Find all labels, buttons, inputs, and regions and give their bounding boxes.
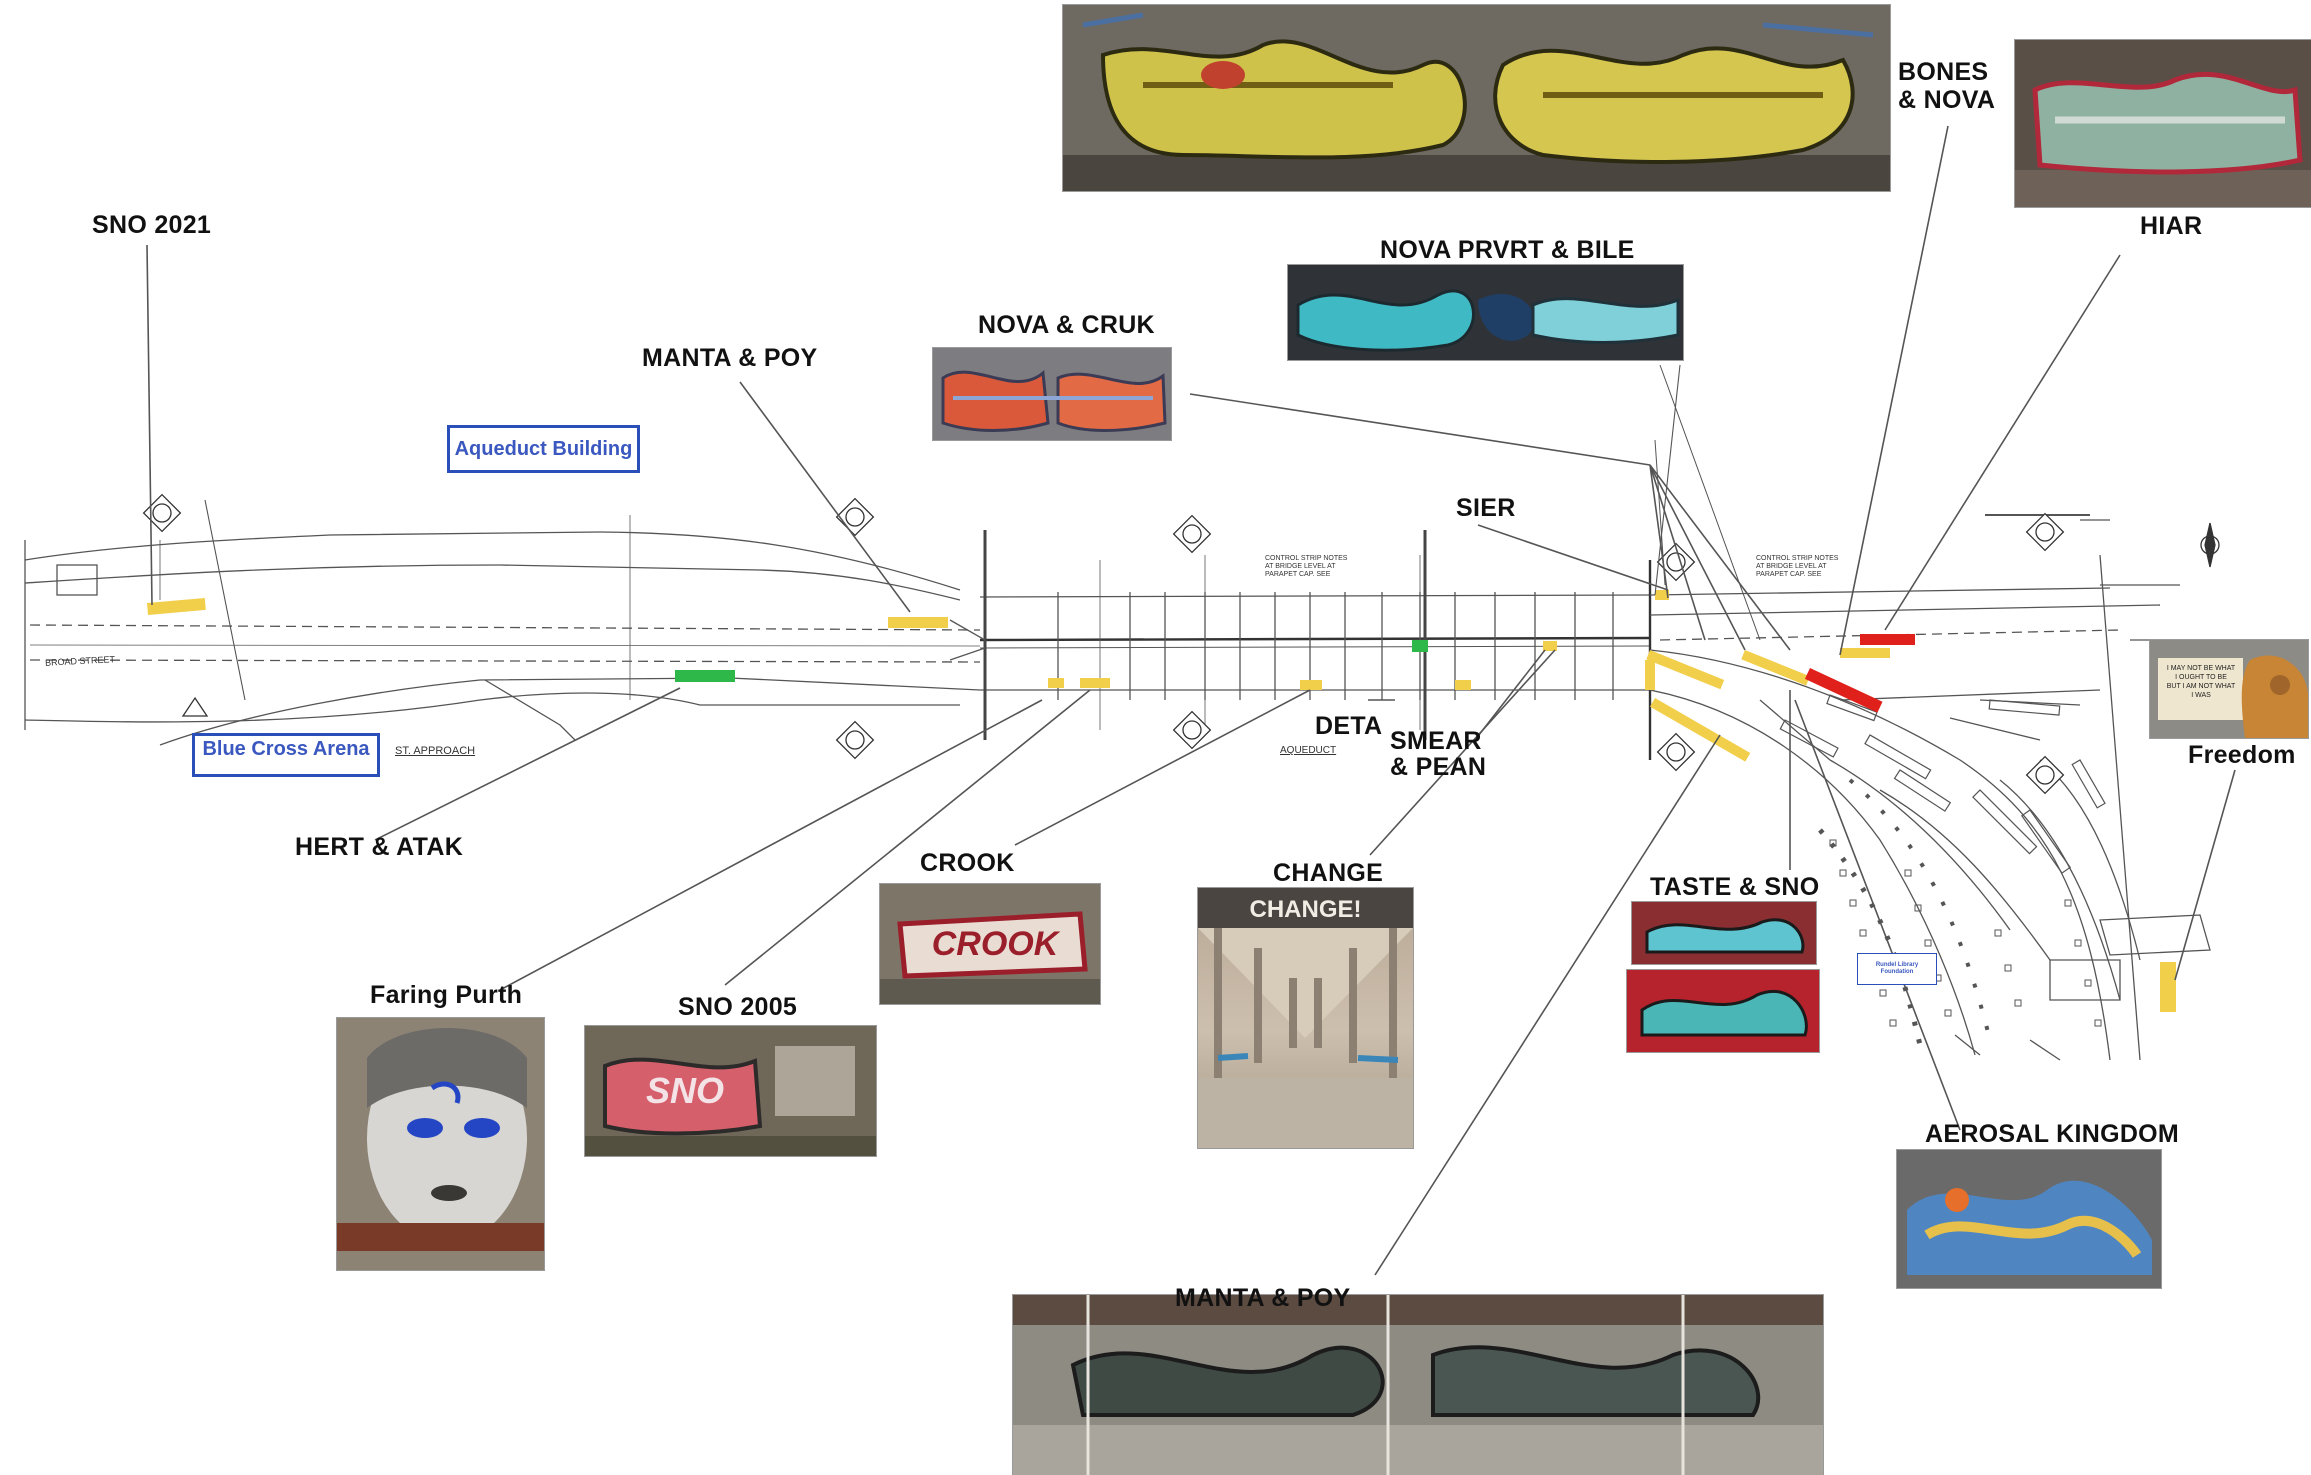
photo-aerosal-kingdom [1897, 1150, 2161, 1288]
blue-cross-arena-label: Blue Cross Arena [192, 733, 380, 777]
marker-taste-sno [1741, 649, 1810, 686]
photo-freedom: I MAY NOT BE WHAT I OUGHT TO BE BUT I AM… [2150, 640, 2308, 738]
marker-red-diagonal [1804, 667, 1883, 713]
svg-text:AT BRIDGE LEVEL AT: AT BRIDGE LEVEL AT [1756, 563, 1827, 570]
label-manta-poy-top: MANTA & POY [642, 344, 818, 372]
marker-smear [1412, 640, 1428, 652]
marker-hiar [1860, 634, 1915, 645]
marker-manta-poy-bottom-2 [1650, 697, 1751, 762]
label-sno-2005: SNO 2005 [678, 993, 798, 1021]
leader-lines [146, 125, 2236, 1276]
rundel-foundation-text: Rundel Library Foundation [1875, 962, 1919, 975]
label-change: CHANGE [1273, 859, 1384, 887]
photo-manta-poy-bottom [1013, 1295, 1823, 1475]
label-hert-atak: HERT & ATAK [295, 833, 464, 861]
freedom-sign-text: I MAY NOT BE WHAT I OUGHT TO BE BUT I AM… [2166, 665, 2236, 699]
svg-text:CONTROL STRIP NOTES: CONTROL STRIP NOTES [1756, 555, 1839, 562]
svg-text:AT BRIDGE LEVEL AT: AT BRIDGE LEVEL AT [1265, 563, 1336, 570]
label-nova-cruk: NOVA & CRUK [978, 311, 1155, 339]
photo-change: CHANGE! [1198, 888, 1413, 1148]
label-bones-nova: BONES & NOVA [1898, 58, 1996, 114]
label-smear-pean: SMEAR & PEAN [1390, 727, 1487, 781]
label-hiar: HIAR [2140, 212, 2203, 240]
marker-hert-atak [675, 670, 735, 682]
photo-sno-blue [1627, 970, 1819, 1052]
marker-freedom [2160, 962, 2176, 1012]
svg-text:CONTROL STRIP NOTES: CONTROL STRIP NOTES [1265, 555, 1348, 562]
label-aerosal-kingdom: AEROSAL KINGDOM [1925, 1120, 2180, 1148]
photo-sno-text: SNO [645, 1070, 724, 1111]
photo-crook: CROOK [880, 884, 1100, 1004]
marker-manta-poy-bottom-1 [1646, 650, 1725, 690]
photo-change-text: CHANGE! [1249, 896, 1362, 923]
rundel-foundation-box: Rundel Library Foundation [1857, 953, 1937, 985]
label-nova-prvrt-bile: NOVA PRVRT & BILE [1380, 236, 1635, 264]
photo-bones-nova [1063, 5, 1890, 191]
photo-nova-prvrt-bile [1288, 265, 1683, 360]
marker-change [1543, 641, 1557, 651]
marker-sier [1655, 590, 1669, 600]
marker-sno2005 [1080, 678, 1110, 688]
marker-bones-nova [1840, 648, 1890, 658]
label-manta-poy-bottom: MANTA & POY [1175, 1284, 1351, 1312]
photo-faring-purth [337, 1018, 544, 1270]
aqueduct-small-label: AQUEDUCT [1280, 745, 1337, 756]
section-markers [142, 493, 2220, 795]
marker-manta-poy-bottom-3 [1645, 660, 1655, 690]
photo-sno-2005: SNO [585, 1026, 876, 1156]
marker-faring-purth [1048, 678, 1064, 688]
marker-sno2021 [147, 597, 206, 615]
svg-text:PARAPET CAP. SEE: PARAPET CAP. SEE [1265, 571, 1331, 578]
label-sno-2021: SNO 2021 [92, 211, 212, 239]
marker-manta-poy-top [888, 617, 948, 628]
aqueduct-building-label: Aqueduct Building [447, 425, 640, 473]
photo-taste [1632, 902, 1816, 964]
label-sier: SIER [1456, 494, 1516, 522]
marker-deta [1455, 680, 1471, 690]
label-freedom: Freedom [2188, 741, 2296, 769]
photo-crook-text: CROOK [931, 925, 1059, 963]
svg-text:PARAPET CAP. SEE: PARAPET CAP. SEE [1756, 571, 1822, 578]
label-faring-purth: Faring Purth [370, 981, 523, 1009]
approach-label: ST. APPROACH [395, 745, 476, 757]
marker-crook [1300, 680, 1322, 690]
label-deta: DETA [1315, 712, 1383, 740]
graffiti-location-markers [147, 590, 2176, 1012]
label-taste-sno: TASTE & SNO [1650, 873, 1820, 901]
label-crook: CROOK [920, 849, 1015, 877]
photo-nova-cruk [933, 348, 1171, 440]
photo-hiar [2015, 40, 2311, 207]
